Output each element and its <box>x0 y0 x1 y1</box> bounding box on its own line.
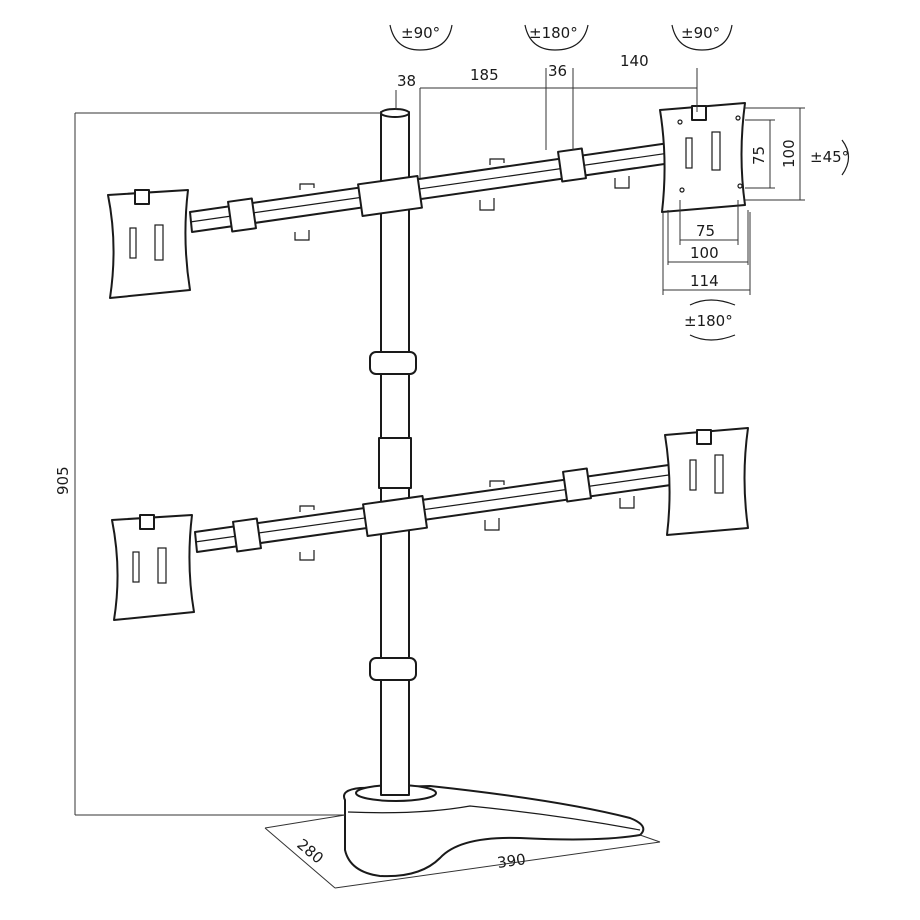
dim-vesa-vertical-75: 75 <box>750 146 768 165</box>
dim-base-depth-280: 280 <box>293 835 327 867</box>
upper-arm <box>189 139 693 241</box>
stand-base <box>343 784 645 878</box>
dim-36: 36 <box>548 62 567 80</box>
cable-clip-lower <box>369 657 417 681</box>
vesa-plate-top-right <box>659 102 746 213</box>
rotate-arrow-icon <box>671 24 733 51</box>
dim-38: 38 <box>397 72 416 90</box>
label-tilt: ±45° <box>810 148 849 166</box>
vesa-plate-bottom-right <box>664 427 749 536</box>
lower-arm <box>194 461 693 561</box>
rotate-arrow-icon <box>524 24 589 51</box>
label-rotation-top-left: ±90° <box>401 24 440 42</box>
label-rotation-top-right: ±90° <box>681 24 720 42</box>
cable-clip-upper <box>369 351 417 375</box>
dim-height-905: 905 <box>54 466 72 495</box>
vesa-plate-top-left <box>107 189 191 299</box>
rotate-arrow-icon <box>389 24 453 51</box>
rotate-arrow-icon <box>841 139 850 176</box>
label-rotation-top-middle: ±180° <box>529 24 578 42</box>
rotate-arrow-icon <box>689 299 736 341</box>
vesa-plate-bottom-left <box>111 514 195 621</box>
dim-plate-114: 114 <box>690 272 719 290</box>
dimension-lines <box>74 68 805 889</box>
rotation-arrows <box>389 24 850 341</box>
dim-vesa-horizontal-100: 100 <box>690 244 719 262</box>
dim-140: 140 <box>620 52 649 70</box>
dim-base-width-390: 390 <box>496 850 527 872</box>
stand-pole <box>369 108 417 796</box>
label-plate-rotation: ±180° <box>684 312 733 330</box>
dim-vesa-vertical-100: 100 <box>780 139 798 168</box>
dim-185: 185 <box>470 66 499 84</box>
dim-vesa-horizontal-75: 75 <box>696 222 715 240</box>
